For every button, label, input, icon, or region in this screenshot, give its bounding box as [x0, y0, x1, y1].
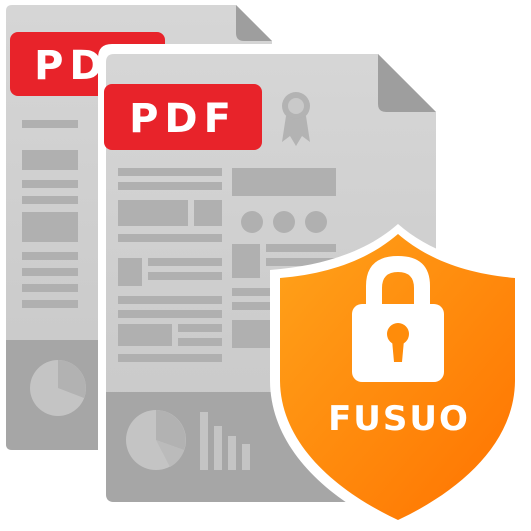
shield-brand-text: FUSUO [328, 399, 470, 439]
security-shield: FUSUO [270, 224, 525, 531]
front-pie-chart-icon [126, 410, 186, 470]
front-pdf-label: PDF [129, 96, 237, 142]
front-pdf-badge: PDF [104, 84, 262, 150]
award-ribbon-icon [282, 92, 310, 146]
bar-chart-icon [200, 412, 250, 470]
back-document-content [22, 120, 78, 308]
pie-chart-icon [30, 360, 86, 416]
padlock-icon [352, 256, 444, 382]
